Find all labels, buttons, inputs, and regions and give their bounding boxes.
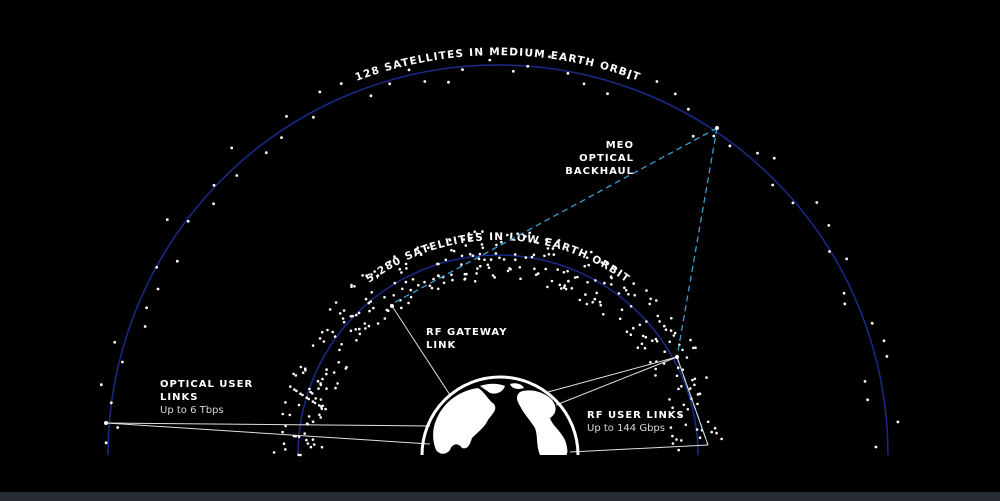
optical-user-line1: OPTICAL USER xyxy=(160,379,254,390)
rf-user-callout: RF USER LINKS Up to 144 Gbps xyxy=(587,409,685,435)
meo-backhaul-callout: MEO OPTICAL BACKHAUL xyxy=(562,139,634,178)
optical-user-detail: Up to 6 Tbps xyxy=(160,405,224,416)
rf-gateway-line1: RF GATEWAY xyxy=(426,327,508,338)
rf-user-detail: Up to 144 Gbps xyxy=(587,423,665,434)
optical-user-link-lines xyxy=(105,422,431,445)
rf-gateway-line2: LINK xyxy=(426,340,457,351)
rf-gateway-link-line xyxy=(391,305,451,396)
earth-globe-icon xyxy=(420,375,580,455)
meo-backhaul-line1: MEO OPTICAL xyxy=(579,140,634,164)
optical-user-line2: LINKS xyxy=(160,392,199,403)
leo-label: 5,280 SATELLITES IN LOW EARTH ORBIT xyxy=(364,231,633,285)
meo-backhaul-line2: BACKHAUL xyxy=(565,166,634,177)
rf-gateway-callout: RF GATEWAY LINK xyxy=(426,326,507,352)
rf-user-line1: RF USER LINKS xyxy=(587,410,685,421)
optical-user-callout: OPTICAL USER LINKS Up to 6 Tbps xyxy=(160,378,253,417)
meo-orbit-arc xyxy=(107,64,889,456)
leo-satellites xyxy=(272,230,723,457)
rf-user-link-lines xyxy=(547,356,709,453)
meo-satellites xyxy=(99,55,900,449)
leo-orbit-arc xyxy=(297,254,699,456)
bottom-bar xyxy=(0,492,1000,501)
